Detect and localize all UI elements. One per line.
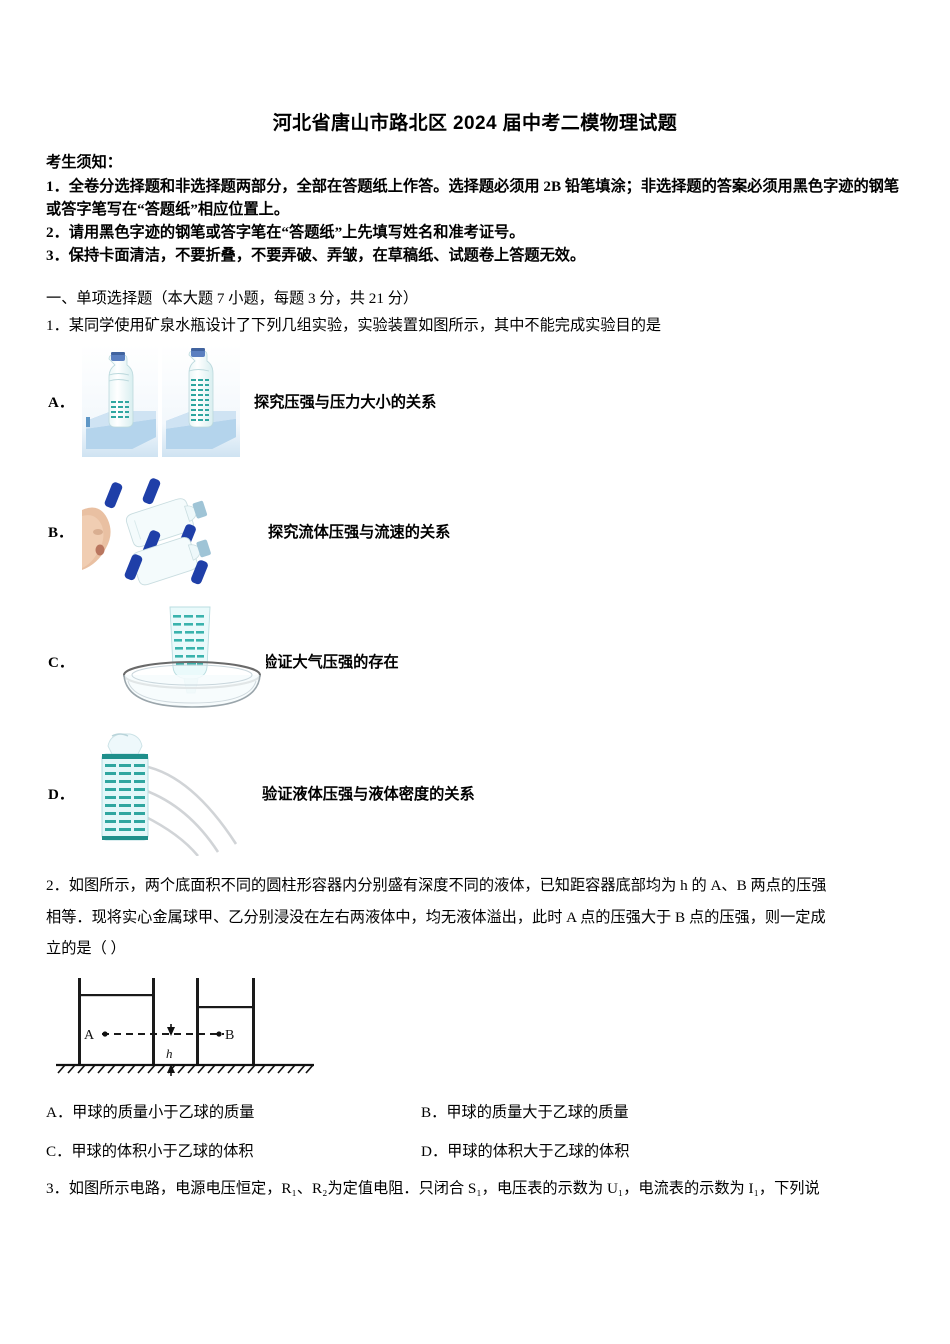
question-2-line-3: 立的是（ ） — [46, 939, 126, 957]
option-c-letter: C． — [48, 654, 74, 671]
option-d-text: 验证液体压强与液体密度的关系 — [262, 786, 475, 804]
question-1-text: 某同学使用矿泉水瓶设计了下列几组实验，实验装置如图所示，其中不能完成实验目的是 — [68, 316, 662, 334]
notice-heading: 考生须知： — [46, 154, 122, 171]
label-point-a: A — [84, 1028, 95, 1043]
question-2-line-2-wrap: 相等．现将实心金属球甲、乙分别浸没在左右两液体中，均无液体溢出，此时 A 点的压… — [46, 902, 904, 933]
question-2-figure: A B h — [56, 971, 904, 1084]
question-1-option-d[interactable]: D． — [46, 730, 904, 857]
question-3-stem: 3．如图所示电路，电源电压恒定，R₁、R₂为定值电阻．只闭合 S₁，电压表的示数… — [46, 1177, 904, 1202]
q2-option-d-letter: D． — [421, 1142, 448, 1160]
option-a-text: 探究压强与压力大小的关系 — [254, 394, 437, 412]
question-3-number: 3． — [46, 1179, 69, 1197]
section-heading-single-choice: 一、单项选择题（本大题 7 小题，每题 3 分，共 21 分） — [46, 290, 419, 308]
q2-option-b[interactable]: B．甲球的质量大于乙球的质量 — [421, 1100, 904, 1122]
question-2-stem: 2．如图所示，两个底面积不同的圆柱形容器内分别盛有深度不同的液体，已知距容器底部… — [46, 870, 904, 901]
candidate-notice: 考生须知： 1．全卷分选择题和非选择题两部分，全部在答题纸上作答。选择题必须用 … — [46, 151, 904, 267]
question-2-number: 2． — [46, 877, 69, 895]
q2-option-a-text: 甲球的质量小于乙球的质量 — [72, 1103, 255, 1121]
option-c-text: 验证大气压强的存在 — [262, 654, 399, 672]
bottle-with-side-jets-figure — [82, 730, 240, 857]
q2-option-a-letter: A． — [46, 1103, 73, 1121]
q2-option-c-text: 甲球的体积小于乙球的体积 — [71, 1142, 254, 1160]
q2-option-c-letter: C． — [46, 1142, 72, 1160]
notice-item-3: 3．保持卡面清洁，不要折叠，不要弄破、弄皱，在草稿纸、试题卷上答题无效。 — [46, 247, 586, 265]
bottle-with-side-jets-icon — [82, 730, 240, 857]
page-title: 河北省唐山市路北区 2024 届中考二模物理试题 — [272, 113, 678, 134]
question-3-text: 如图所示电路，电源电压恒定，R₁、R₂为定值电阻．只闭合 S₁，电压表的示数为 … — [68, 1179, 820, 1197]
q2-option-b-text: 甲球的质量大于乙球的质量 — [446, 1103, 629, 1121]
two-bottles-on-sponge-figure — [82, 345, 240, 458]
bottle-inverted-in-dish-figure — [118, 603, 266, 720]
option-b-text: 探究流体压强与流速的关系 — [268, 524, 451, 542]
notice-item-1: 1．全卷分选择题和非选择题两部分，全部在答题纸上作答。选择题必须用 2B 铅笔填… — [46, 178, 900, 219]
label-point-b: B — [225, 1028, 234, 1043]
question-2-line-3-wrap: 立的是（ ） — [46, 933, 904, 964]
two-bottles-on-sponge-icon — [82, 345, 240, 458]
bottle-inverted-in-dish-icon — [118, 603, 266, 720]
q2-option-d-text: 甲球的体积大于乙球的体积 — [447, 1142, 630, 1160]
notice-item-2: 2．请用黑色字迹的钢笔或答字笔在“答题纸”上先填写姓名和准考证号。 — [46, 224, 525, 242]
label-height-h: h — [166, 1046, 173, 1061]
q2-option-c[interactable]: C．甲球的体积小于乙球的体积 — [46, 1139, 421, 1161]
question-2-line-2: 相等．现将实心金属球甲、乙分别浸没在左右两液体中，均无液体溢出，此时 A 点的压… — [46, 908, 826, 926]
question-1-option-b[interactable]: B． — [46, 472, 904, 590]
q2-option-b-letter: B． — [421, 1103, 447, 1121]
option-a-letter: A． — [48, 394, 74, 411]
question-1-option-a[interactable]: A． — [46, 342, 904, 460]
question-2-line-1: 如图所示，两个底面积不同的圆柱形容器内分别盛有深度不同的液体，已知距容器底部均为… — [68, 877, 827, 895]
question-1-number: 1． — [46, 316, 69, 334]
q2-option-a[interactable]: A．甲球的质量小于乙球的质量 — [46, 1100, 421, 1122]
child-blowing-between-bottles-figure — [82, 476, 240, 587]
two-cylindrical-containers-icon: A B h — [56, 971, 318, 1084]
question-1-option-c[interactable]: C． — [46, 602, 904, 720]
question-2-options: A．甲球的质量小于乙球的质量 B．甲球的质量大于乙球的质量 C．甲球的体积小于乙… — [46, 1100, 904, 1161]
option-b-letter: B． — [48, 524, 74, 541]
question-1-stem: 1．某同学使用矿泉水瓶设计了下列几组实验，实验装置如图所示，其中不能完成实验目的… — [46, 314, 904, 339]
q2-option-d[interactable]: D．甲球的体积大于乙球的体积 — [421, 1139, 904, 1161]
child-blowing-between-bottles-icon — [82, 476, 240, 587]
option-d-letter: D． — [48, 786, 74, 803]
